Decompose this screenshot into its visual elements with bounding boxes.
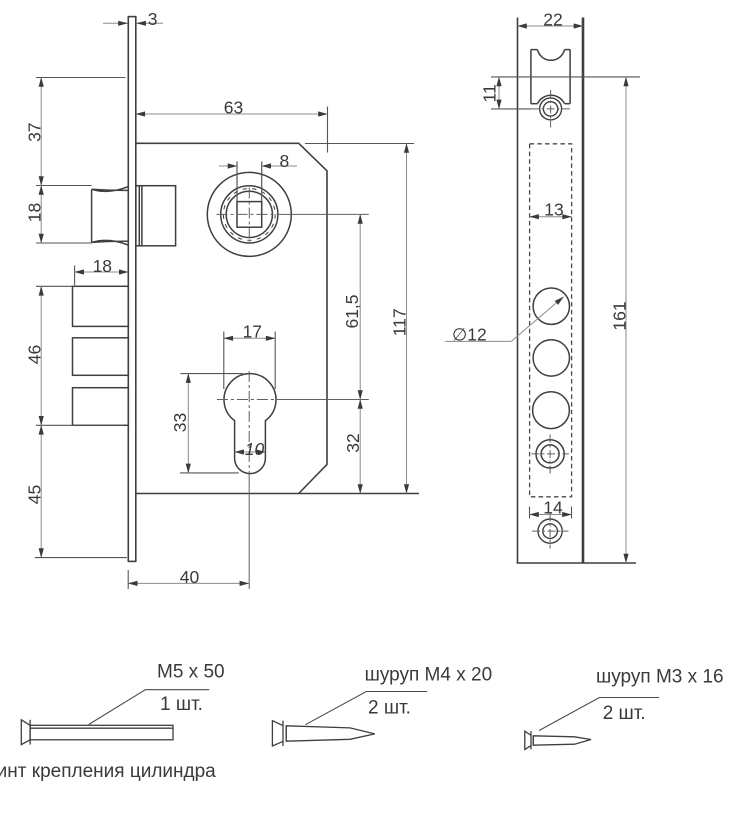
svg-text:18: 18	[93, 256, 112, 276]
svg-text:45: 45	[25, 485, 45, 504]
svg-text:22: 22	[543, 9, 562, 29]
svg-text:63: 63	[224, 97, 243, 117]
svg-text:10: 10	[245, 439, 265, 459]
svg-text:40: 40	[180, 567, 200, 587]
svg-text:2 шт.: 2 шт.	[603, 703, 646, 724]
svg-text:37: 37	[25, 122, 45, 141]
svg-text:14: 14	[543, 498, 563, 518]
svg-text:13: 13	[544, 200, 563, 220]
svg-text:46: 46	[25, 345, 45, 364]
svg-text:161: 161	[609, 301, 629, 330]
svg-text:Винт крепления цилиндра: Винт крепления цилиндра	[0, 761, 216, 782]
svg-text:1 шт.: 1 шт.	[160, 694, 203, 715]
svg-text:17: 17	[243, 322, 262, 342]
svg-text:2 шт.: 2 шт.	[368, 698, 411, 719]
svg-text:шуруп M4 x 20: шуруп M4 x 20	[365, 665, 493, 686]
svg-text:33: 33	[170, 413, 190, 432]
svg-text:M5 x 50: M5 x 50	[157, 662, 225, 683]
svg-text:3: 3	[148, 9, 158, 29]
svg-text:шуруп M3 x 16: шуруп M3 x 16	[596, 667, 724, 688]
svg-text:8: 8	[280, 151, 290, 171]
svg-text:18: 18	[25, 203, 45, 222]
svg-text:11: 11	[480, 84, 500, 102]
svg-text:32: 32	[343, 433, 363, 452]
svg-text:61,5: 61,5	[342, 294, 362, 328]
svg-text:∅12: ∅12	[452, 325, 487, 345]
svg-text:117: 117	[390, 308, 410, 336]
